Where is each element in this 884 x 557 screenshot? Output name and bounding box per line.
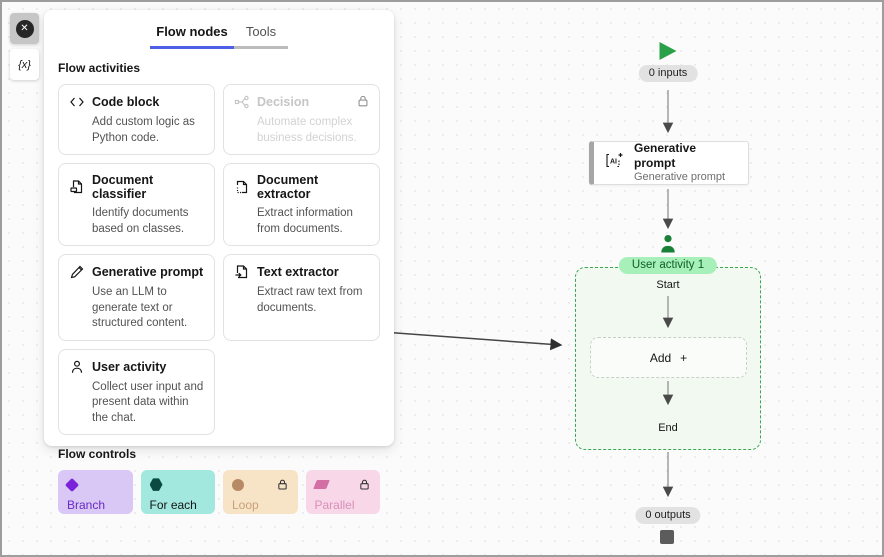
card-document-classifier[interactable]: Document classifier Identify documents b… xyxy=(58,163,215,247)
flow-activities-heading: Flow activities xyxy=(58,61,141,75)
variables-icon: {x} xyxy=(18,58,31,71)
control-label: For each xyxy=(149,498,197,513)
activities-grid: Code block Add custom logic as Python co… xyxy=(58,84,380,436)
controls-grid: Branch For each Loop xyxy=(58,470,380,515)
document-classifier-icon xyxy=(69,179,85,195)
user-icon xyxy=(69,359,85,375)
card-generative-prompt[interactable]: Generative prompt Use an LLM to generate… xyxy=(58,254,215,341)
add-step-button[interactable]: Add + xyxy=(590,337,747,378)
card-title: Generative prompt xyxy=(92,265,204,280)
text-extractor-icon xyxy=(234,264,250,280)
user-activity-badge[interactable]: User activity 1 xyxy=(618,257,718,274)
document-extractor-icon xyxy=(234,179,250,195)
plus-icon: + xyxy=(680,350,688,365)
control-loop[interactable]: Loop xyxy=(223,470,298,515)
card-title: Text extractor xyxy=(257,265,339,280)
card-user-activity[interactable]: User activity Collect user input and pre… xyxy=(58,348,215,436)
control-label: Loop xyxy=(232,498,259,513)
control-parallel[interactable]: Parallel xyxy=(305,470,380,515)
close-panel-button[interactable]: ✕ xyxy=(10,13,39,44)
control-label: Parallel xyxy=(314,498,355,513)
card-desc: Identify documents based on classes. xyxy=(92,207,189,235)
tab-tools[interactable]: Tools xyxy=(234,18,288,49)
svg-text:AI: AI xyxy=(610,159,617,166)
card-document-extractor[interactable]: Document extractor Extract information f… xyxy=(223,163,380,247)
generative-prompt-node[interactable]: AI Generative prompt Generative prompt xyxy=(589,141,749,185)
card-desc: Extract information from documents. xyxy=(257,207,353,235)
control-label: Branch xyxy=(67,498,106,513)
tab-flow-nodes[interactable]: Flow nodes xyxy=(150,18,234,49)
card-desc: Use an LLM to generate text or structure… xyxy=(92,286,188,330)
outputs-badge: 0 outputs xyxy=(635,507,701,524)
lock-icon xyxy=(356,94,370,113)
node-subtitle: Generative prompt xyxy=(634,171,726,184)
lock-icon xyxy=(358,478,371,491)
code-icon xyxy=(69,94,85,110)
decision-icon xyxy=(234,94,250,110)
end-label: End xyxy=(658,422,678,434)
control-for-each[interactable]: For each xyxy=(140,470,215,515)
node-palette-panel: Flow nodes Tools Flow activities Code bl… xyxy=(44,10,394,515)
ai-label-icon: AI xyxy=(604,150,625,176)
flow-end-node[interactable] xyxy=(660,530,674,544)
branch-diamond-icon xyxy=(64,477,80,492)
card-title: Decision xyxy=(257,95,310,109)
canvas-mini-toolbar: ✕ {x} xyxy=(10,13,39,80)
card-decision[interactable]: Decision Automate complex business decis… xyxy=(223,84,380,156)
card-desc: Automate complex business decisions. xyxy=(257,116,357,144)
for-each-hexagon-icon xyxy=(149,478,163,491)
start-label: Start xyxy=(656,279,680,291)
close-icon: ✕ xyxy=(15,19,34,38)
user-activity-person-icon[interactable] xyxy=(658,233,679,260)
card-title: Code block xyxy=(92,95,160,109)
card-text-extractor[interactable]: Text extractor Extract raw text from doc… xyxy=(223,254,380,341)
variables-button[interactable]: {x} xyxy=(10,49,39,80)
card-title: Document extractor xyxy=(257,173,319,202)
control-branch[interactable]: Branch xyxy=(58,470,133,515)
inputs-badge: 0 inputs xyxy=(638,65,698,82)
card-code-block[interactable]: Code block Add custom logic as Python co… xyxy=(58,84,215,156)
node-title: Generative prompt xyxy=(634,141,697,171)
card-desc: Extract raw text from documents. xyxy=(257,286,363,314)
flow-controls-heading: Flow controls xyxy=(58,447,136,462)
card-desc: Add custom logic as Python code. xyxy=(92,116,195,144)
loop-circle-icon xyxy=(232,478,244,491)
card-title: Document classifier xyxy=(92,173,154,202)
pen-icon xyxy=(69,264,85,280)
card-title: User activity xyxy=(92,359,167,374)
parallel-parallelogram-icon xyxy=(312,480,330,490)
palette-tabs: Flow nodes Tools xyxy=(44,10,394,49)
add-label: Add xyxy=(649,350,672,365)
lock-icon xyxy=(276,478,289,491)
flow-start-node[interactable] xyxy=(659,42,677,60)
card-desc: Collect user input and present data with… xyxy=(92,380,204,424)
